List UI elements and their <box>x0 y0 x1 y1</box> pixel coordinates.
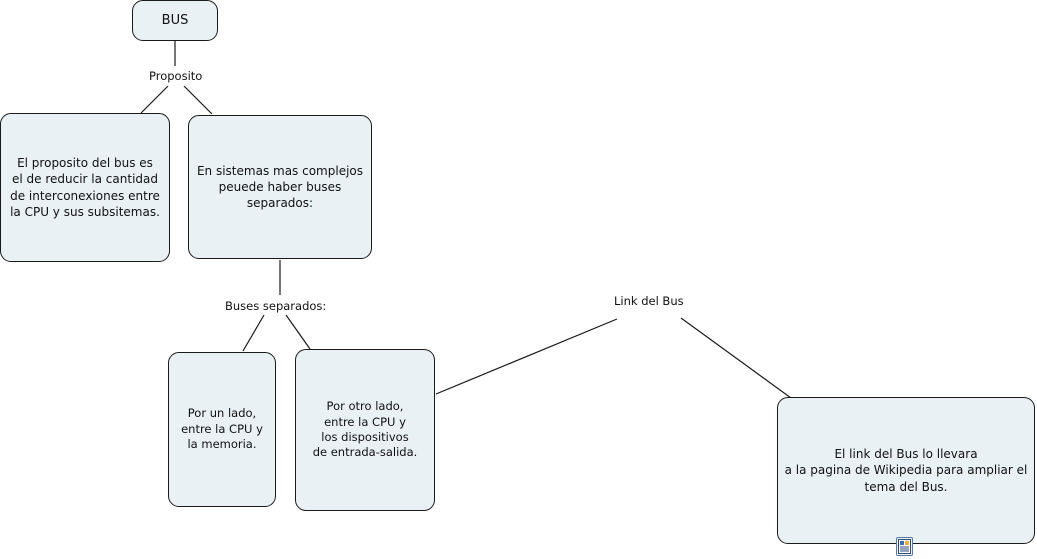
edge-buses-separados-to-memoria <box>242 314 265 352</box>
edge-link-del-bus-to-wikipedia <box>680 317 792 399</box>
node-bus-entrada-salida[interactable]: Por otro lado, entre la CPU y los dispos… <box>295 349 435 511</box>
edge-entrada-salida-to-link-del-bus <box>435 318 618 395</box>
edge-label-link-del-bus-text: Link del Bus <box>614 294 684 308</box>
document-link-icon[interactable] <box>896 537 913 556</box>
node-sistemas-complejos-label: En sistemas mas complejos peuede haber b… <box>196 163 364 211</box>
edge-label-buses-separados: Buses separados: <box>222 299 330 313</box>
node-bus-memoria[interactable]: Por un lado, entre la CPU y la memoria. <box>168 352 276 507</box>
node-link-wikipedia-label: El link del Bus lo llevara a la pagina d… <box>784 447 1028 494</box>
edge-label-buses-separados-text: Buses separados: <box>225 299 327 313</box>
node-proposito-definicion[interactable]: El proposito del bus es el de reducir la… <box>0 113 170 262</box>
node-bus-label: BUS <box>161 12 189 28</box>
edge-proposito-to-sistemas <box>183 85 213 115</box>
edge-label-proposito-text: Proposito <box>149 69 203 83</box>
edge-label-link-del-bus: Link del Bus <box>611 294 687 308</box>
node-bus-memoria-label: Por un lado, entre la CPU y la memoria. <box>181 406 263 452</box>
document-link-icon-glyph <box>898 539 911 554</box>
node-bus[interactable]: BUS <box>132 0 218 41</box>
edge-label-proposito: Proposito <box>146 69 206 83</box>
node-link-wikipedia[interactable]: El link del Bus lo llevara a la pagina d… <box>777 397 1035 544</box>
node-bus-entrada-salida-label: Por otro lado, entre la CPU y los dispos… <box>312 399 418 460</box>
edge-proposito-to-definition <box>140 85 169 114</box>
node-sistemas-complejos[interactable]: En sistemas mas complejos peuede haber b… <box>188 115 372 259</box>
node-proposito-definicion-label: El proposito del bus es el de reducir la… <box>10 156 160 219</box>
edge-buses-separados-to-entrada-salida <box>285 314 311 350</box>
